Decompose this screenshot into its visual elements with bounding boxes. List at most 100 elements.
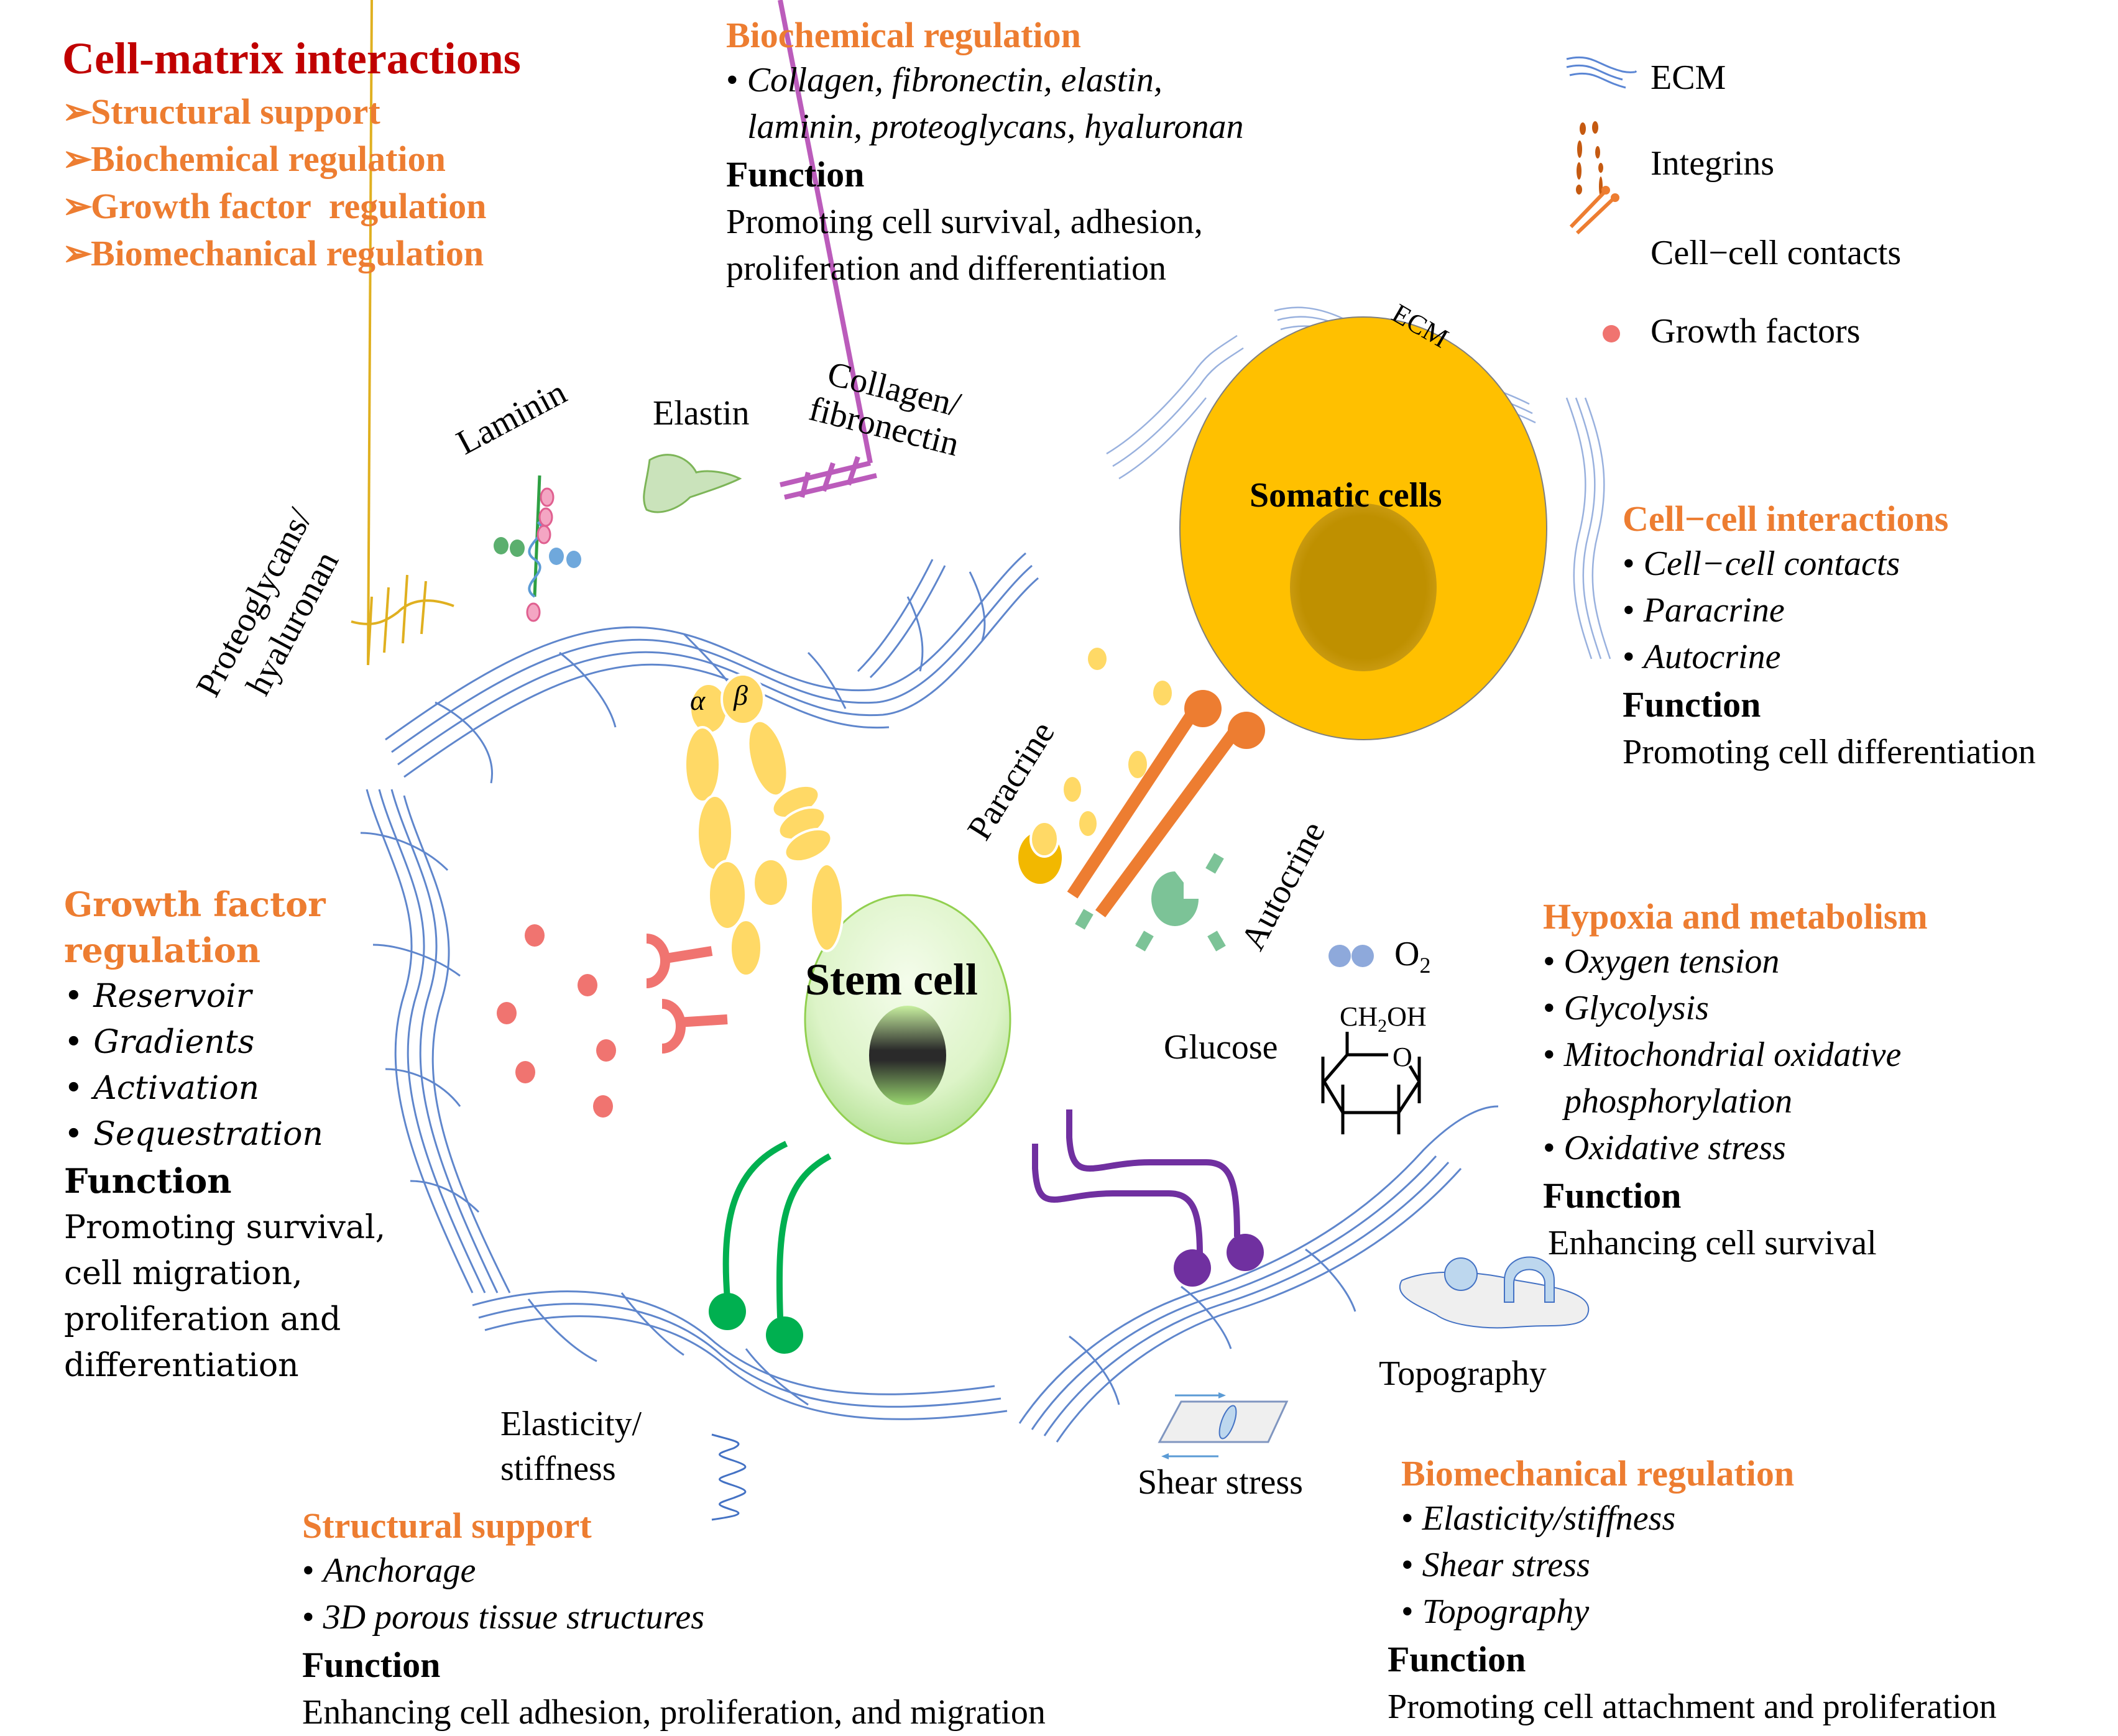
- growth-factor-dots: [497, 924, 616, 1118]
- integrin-beta-label: β: [734, 679, 748, 711]
- arrow-icon: ➢: [62, 91, 93, 132]
- elasticity-label: Elasticity/ stiffness: [500, 1405, 642, 1488]
- panel-hypoxia: Hypoxia and metabolism • Oxygen tension …: [1543, 895, 1928, 1267]
- purple-tethers: [1032, 1109, 1240, 1256]
- ecm-mesh-bottom-right: [1018, 1105, 1499, 1443]
- anchorage-heads: [709, 1293, 803, 1354]
- legend-label-cell-contacts: Cell−cell contacts: [1651, 234, 1902, 272]
- legend-integrin-icon: [1576, 121, 1603, 196]
- bullet: • Collagen, fibronectin, elastin,: [726, 60, 1163, 99]
- function-text: proliferation and differentiation: [726, 249, 1167, 288]
- ecm-mesh-left: [360, 789, 511, 1293]
- label-elastin: Elastin: [653, 394, 750, 433]
- legend-growth-factor-icon: [1603, 325, 1620, 342]
- bullet: • Mitochondrial oxidative: [1543, 1035, 1902, 1074]
- shear-stress-label: Shear stress: [1138, 1463, 1303, 1502]
- topic-list: ➢Structural support ➢Biochemical regulat…: [62, 88, 486, 277]
- cell-cell-contacts: [1067, 690, 1265, 917]
- topic-item-biomechanical: ➢Biomechanical regulation: [62, 230, 486, 277]
- integrin-complex: [684, 673, 844, 977]
- topic-item-structural: ➢Structural support: [62, 88, 486, 135]
- glucose-structure-icon: [1321, 1032, 1421, 1134]
- glucose-ring-oxygen: O: [1393, 1042, 1412, 1072]
- function-text: Promoting cell survival, adhesion,: [726, 202, 1203, 241]
- function-text: cell migration,: [64, 1255, 303, 1292]
- panel-heading: Structural support: [302, 1505, 592, 1546]
- topography-label: Topography: [1379, 1354, 1547, 1393]
- function-label: Function: [302, 1644, 441, 1685]
- spring-icon: [711, 1433, 747, 1521]
- bullet: • Autocrine: [1623, 637, 1781, 676]
- stem-nucleus: [869, 1006, 946, 1105]
- growth-factor-receptors: [646, 934, 728, 1054]
- somatic-nucleus: [1290, 503, 1437, 671]
- function-label: Function: [726, 154, 865, 195]
- function-label: Function: [64, 1161, 232, 1201]
- panel-biomechanical: Biomechanical regulation • Elasticity/st…: [1388, 1452, 1997, 1730]
- bullet: • Cell−cell contacts: [1623, 544, 1900, 583]
- bullet: • Paracrine: [1623, 590, 1785, 630]
- autocrine-molecules: [1075, 853, 1226, 952]
- legend-label-growth-factors: Growth factors: [1651, 312, 1861, 351]
- glucose-label: Glucose: [1164, 1028, 1278, 1067]
- collagen-icon: [778, 0, 877, 500]
- topic-item-biochemical: ➢Biochemical regulation: [62, 135, 486, 183]
- somatic-cell-label: Somatic cells: [1250, 476, 1442, 515]
- laminin-icon: [494, 475, 581, 622]
- bullet: • Anchorage: [302, 1551, 476, 1590]
- bullet: • 3D porous tissue structures: [302, 1597, 705, 1637]
- oxygen-label: O2: [1394, 935, 1431, 978]
- bullet: • Topography: [1401, 1592, 1590, 1631]
- oxygen-molecule-icon: [1328, 945, 1374, 967]
- function-text: differentiation: [64, 1347, 299, 1384]
- panel-growth-factor: Growth factor regulation • Reservoir • G…: [64, 881, 385, 1389]
- bullet: • Shear stress: [1401, 1545, 1590, 1584]
- bullet: • Gradients: [64, 1024, 255, 1061]
- arrow-icon: ➢: [62, 233, 93, 273]
- function-label: Function: [1543, 1175, 1682, 1216]
- page-title: Cell-matrix interactions: [62, 34, 521, 83]
- panel-heading: Hypoxia and metabolism: [1543, 896, 1928, 937]
- arrow-icon: ➢: [62, 139, 93, 179]
- topic-item-growth-factor: ➢Growth factor regulation: [62, 183, 486, 230]
- panel-heading: Growth factor: [64, 884, 326, 924]
- function-text: Promoting cell attachment and proliferat…: [1388, 1687, 1997, 1726]
- bullet: • Oxidative stress: [1543, 1128, 1786, 1167]
- ecm-mesh-bottom-left: [472, 1290, 1008, 1420]
- function-text: proliferation and: [64, 1301, 341, 1338]
- purple-heads: [1174, 1234, 1264, 1287]
- anchorage-green: [722, 1141, 832, 1318]
- paracrine-molecules: [1064, 648, 1172, 836]
- legend-ecm-icon: [1566, 56, 1637, 89]
- function-text: Promoting survival,: [64, 1209, 386, 1246]
- ecm-mesh-top: [385, 552, 1039, 784]
- panel-cell-cell: Cell−cell interactions • Cell−cell conta…: [1623, 497, 2036, 776]
- paracrine-receptor: [1018, 820, 1062, 884]
- legend-label-integrins: Integrins: [1651, 144, 1775, 183]
- topography-icon: [1399, 1256, 1590, 1329]
- bullet-continued: phosphorylation: [1564, 1082, 1793, 1121]
- glucose-ch2oh-label: CH2OH: [1340, 1001, 1427, 1036]
- panel-heading: regulation: [64, 930, 261, 970]
- shear-stress-icon: [1158, 1392, 1289, 1459]
- legend-label-ecm: ECM: [1651, 58, 1726, 97]
- function-label: Function: [1388, 1638, 1526, 1679]
- proteoglycan-icon: [351, 0, 454, 666]
- panel-heading: Cell−cell interactions: [1623, 498, 1949, 539]
- legend-cell-contact-icon: [1569, 186, 1619, 235]
- stem-cell-label: Stem cell: [805, 955, 978, 1004]
- panel-biochemical: Biochemical regulation • Collagen, fibro…: [726, 14, 1243, 292]
- panel-structural: Structural support • Anchorage • 3D poro…: [302, 1504, 1046, 1736]
- bullet: • Sequestration: [64, 1116, 323, 1153]
- elastin-icon: [643, 454, 742, 513]
- bullet: • Reservoir: [64, 978, 252, 1015]
- integrin-alpha-label: α: [690, 684, 706, 716]
- panel-heading: Biochemical regulation: [726, 15, 1081, 55]
- panel-heading: Biomechanical regulation: [1401, 1453, 1795, 1494]
- bullet-continued: laminin, proteoglycans, hyaluronan: [747, 107, 1244, 146]
- arrow-icon: ➢: [62, 186, 93, 226]
- function-text: Enhancing cell adhesion, proliferation, …: [302, 1692, 1046, 1732]
- bullet: • Activation: [64, 1070, 260, 1107]
- function-text: Promoting cell differentiation: [1623, 732, 2036, 771]
